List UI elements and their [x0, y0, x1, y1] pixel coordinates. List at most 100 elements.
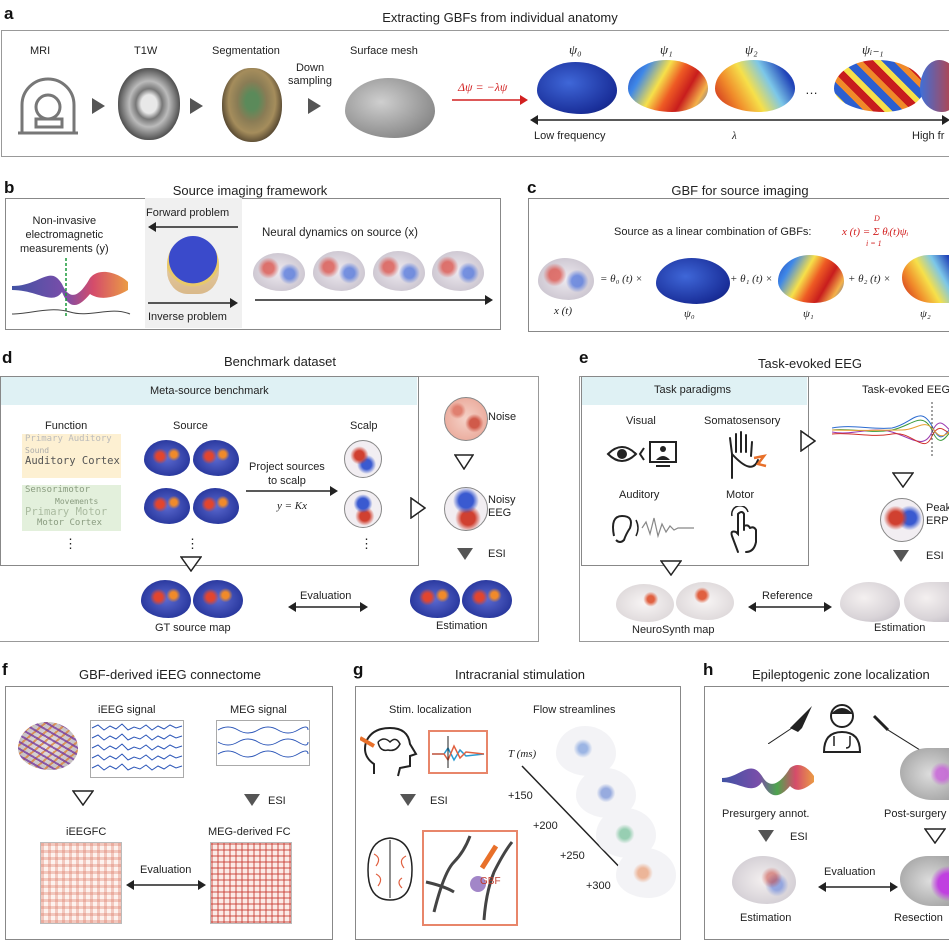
- laplacian-equation: Δψ = −λψ: [458, 80, 508, 94]
- segmentation-label: Segmentation: [212, 45, 280, 57]
- ieegfc-label: iEEGFC: [66, 826, 107, 838]
- visual-label: Visual: [626, 415, 656, 427]
- arrow-right-icon: [190, 98, 203, 114]
- flow-brain-150: [556, 726, 616, 776]
- gbf-zoom-label: GBF: [480, 876, 501, 887]
- high-frequency-label: High fr: [912, 130, 945, 142]
- arrow-down-icon: [244, 794, 260, 806]
- double-arrow-icon: [748, 602, 832, 612]
- lambda-label: λ: [732, 130, 737, 142]
- brain-top-view-icon: [367, 837, 413, 901]
- panel-h-letter: h: [703, 660, 714, 679]
- panel-e-letter: e: [579, 348, 589, 367]
- estimation-brain-left: [410, 580, 460, 618]
- panel-h-title: Epileptogenic zone localization: [752, 667, 930, 682]
- post-surgery-brain: [900, 748, 949, 800]
- meta-source-label: Meta-source benchmark: [150, 385, 269, 397]
- meg-fc-label: MEG-derived FC: [208, 826, 291, 838]
- arrow-right-icon: [308, 98, 321, 114]
- source-brain-1b: [193, 440, 239, 476]
- gbf-psi1-brain: [628, 60, 708, 112]
- psi2-label-c: ψ₂: [920, 308, 931, 320]
- auditory-label: Auditory: [619, 489, 660, 501]
- stim-waveform-plot: [432, 736, 485, 768]
- meg-signal-label: MEG signal: [230, 704, 287, 716]
- panel-d-title: Benchmark dataset: [223, 354, 336, 369]
- resection-brain: [900, 856, 949, 906]
- theta0-term: = θ₀ (t) ×: [600, 273, 643, 285]
- noisy-eeg-label: Noisy EEG: [488, 494, 516, 519]
- word-primary-auditory: Primary Auditory: [25, 434, 112, 444]
- esi-label-f: ESI: [268, 795, 286, 807]
- meg-signal-plot: [216, 720, 310, 766]
- noise-topomap: [444, 397, 488, 441]
- project-sources-label: Project sources to scalp: [249, 461, 325, 487]
- neurosynth-label: NeuroSynth map: [632, 624, 715, 636]
- gbf-psi2-brain-c: [902, 255, 949, 303]
- motor-label: Motor: [726, 489, 755, 501]
- surface-mesh-brain: [345, 78, 435, 138]
- panel-a-letter: a: [4, 4, 14, 23]
- theta1-term: + θ₁ (t) ×: [730, 273, 773, 285]
- head-model-icon: [167, 236, 219, 294]
- presurgery-label: Presurgery annot.: [722, 808, 810, 820]
- arrow-right-icon: [92, 98, 105, 114]
- panel-g-title: Intracranial stimulation: [454, 667, 586, 682]
- post-surgery-label: Post-surgery: [884, 808, 947, 820]
- scalp-topomap-1: [344, 440, 382, 478]
- gbf-sum-equation: x (t) = Σ θᵢ(t)ψᵢ: [842, 226, 909, 238]
- word-sound: Sound: [25, 446, 50, 455]
- eye-screen-icon: [606, 441, 677, 467]
- source-brain-t4: [432, 251, 484, 291]
- time-arrow-icon: [255, 295, 493, 305]
- segmentation-image: [222, 68, 282, 142]
- meg-fc-matrix: [210, 842, 292, 924]
- word-movements: Movements: [55, 497, 99, 506]
- word-primary-motor: Primary Motor: [25, 506, 108, 518]
- source-brain-1a: [144, 440, 190, 476]
- time-ms-label: T (ms): [508, 748, 537, 760]
- psi1-label-c: ψ₁: [803, 308, 814, 320]
- double-arrow-icon: [126, 880, 206, 890]
- gt-brain-right: [193, 580, 243, 618]
- panel-e-title: Task-evoked EEG: [757, 356, 863, 371]
- inverse-problem-label: Inverse problem: [148, 311, 227, 323]
- mri-scanner-icon: [18, 77, 78, 135]
- task-paradigms-label: Task paradigms: [654, 384, 732, 396]
- presurgery-waveform: [722, 765, 814, 796]
- sum-upper-limit: D: [874, 214, 880, 223]
- evaluation-label-h: Evaluation: [824, 866, 876, 878]
- task-paradigms-header: [582, 377, 807, 405]
- gbf-psi1-brain-c: [778, 255, 844, 303]
- peak-erps-label: Peak ERPs: [926, 502, 949, 527]
- evaluation-label-d: Evaluation: [300, 590, 352, 602]
- hand-touch-icon: [729, 431, 767, 479]
- estimation-brain-e-right: [904, 582, 949, 622]
- evaluation-label-f: Evaluation: [140, 864, 192, 876]
- source-brain-2b: [193, 488, 239, 524]
- source-brain-xt: [538, 258, 594, 300]
- gbf-zoom-plot: [425, 835, 514, 921]
- arrow-down-icon: [893, 550, 909, 562]
- estimation-brain-h: [732, 856, 796, 904]
- ieeg-signal-label: iEEG signal: [98, 704, 156, 716]
- flow-brain-300: [616, 848, 676, 898]
- ellipsis: …: [805, 82, 818, 97]
- panel-d-letter: d: [2, 348, 13, 367]
- meg-waveform-plot: [11, 258, 131, 316]
- source-brain-t3: [373, 251, 425, 291]
- xt-label: x (t): [554, 305, 573, 317]
- time-200: +200: [533, 820, 558, 832]
- arrow-down-icon: [400, 794, 416, 806]
- estimation-brain-e-left: [840, 582, 900, 622]
- vertical-ellipsis: ⋮: [360, 536, 373, 551]
- reference-label: Reference: [762, 590, 813, 602]
- noise-label: Noise: [488, 411, 517, 423]
- gbf-psi0-brain: [537, 62, 617, 114]
- resection-label: Resection: [894, 912, 943, 924]
- gt-brain-left: [141, 580, 191, 618]
- neurosynth-brain-left: [616, 584, 674, 622]
- word-sensorimotor: Sensorimotor: [25, 485, 91, 495]
- t1w-scan-image: [118, 68, 180, 140]
- doctor-icon: [822, 704, 862, 753]
